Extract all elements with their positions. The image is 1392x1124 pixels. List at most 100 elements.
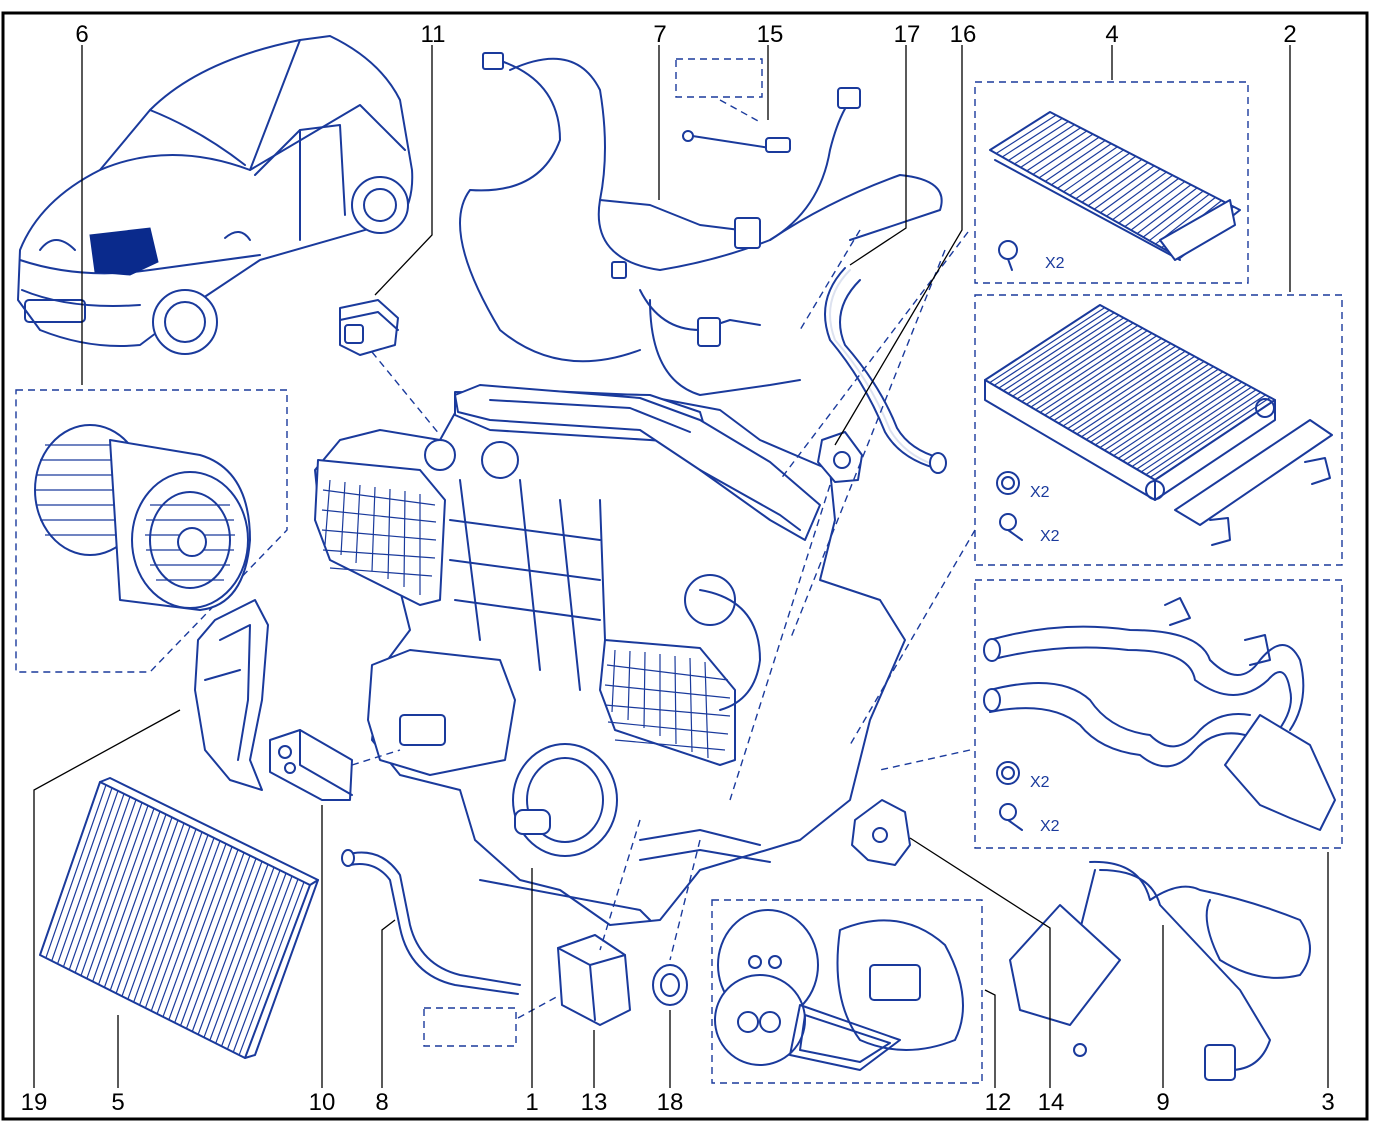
hatch-line bbox=[92, 808, 155, 982]
qty-screw-part4: X2 bbox=[1045, 255, 1065, 272]
drain-pipe bbox=[341, 849, 521, 995]
wiring-harness-secondary bbox=[1009, 860, 1311, 1081]
hatch-line bbox=[1069, 152, 1131, 196]
hatch-line bbox=[1142, 190, 1204, 238]
callout-15: 15 bbox=[757, 21, 784, 48]
hatch-line bbox=[232, 878, 299, 1053]
hatch-line bbox=[86, 805, 149, 979]
hatch-line bbox=[238, 881, 305, 1056]
callout-9: 9 bbox=[1156, 1089, 1169, 1116]
callout-19: 19 bbox=[21, 1089, 48, 1116]
hatch-line bbox=[103, 814, 167, 988]
hatch-line bbox=[1148, 193, 1210, 242]
hatch-line bbox=[1076, 355, 1195, 435]
callout-14: 14 bbox=[1038, 1089, 1065, 1116]
hatch-line bbox=[1063, 149, 1124, 193]
hatch-line bbox=[1053, 343, 1172, 422]
hatch-line bbox=[1099, 168, 1161, 214]
hatch-line bbox=[68, 796, 131, 970]
hatch-line bbox=[1130, 184, 1192, 231]
hatch-line bbox=[1081, 158, 1143, 203]
callout-leaders bbox=[33, 45, 1329, 1088]
hatch-line bbox=[1117, 378, 1238, 459]
hatch-line bbox=[215, 870, 281, 1044]
seal-kit-box bbox=[711, 899, 983, 1084]
hatch-line bbox=[62, 793, 125, 967]
hatch-line bbox=[1099, 368, 1219, 449]
hatch-line bbox=[1136, 389, 1257, 470]
hatch-line bbox=[80, 802, 143, 976]
hatch-line bbox=[221, 873, 287, 1047]
hatch-line bbox=[1093, 165, 1155, 210]
hatch-line bbox=[1012, 319, 1129, 397]
hatch-line bbox=[998, 312, 1115, 389]
blower-motor-assembly bbox=[15, 389, 288, 673]
hatch-line bbox=[1003, 314, 1120, 392]
air-duct-bracket bbox=[194, 599, 269, 791]
callout-10: 10 bbox=[309, 1089, 336, 1116]
hatch-line bbox=[1038, 136, 1100, 179]
callout-1: 1 bbox=[525, 1089, 538, 1116]
qty-screw-part2: X2 bbox=[1040, 528, 1060, 545]
hatch-line bbox=[989, 307, 1106, 384]
hatch-line bbox=[226, 875, 293, 1050]
hatch-line bbox=[1008, 120, 1069, 161]
hatch-line bbox=[1032, 133, 1094, 175]
hatch-line bbox=[1094, 366, 1214, 446]
hatch-line bbox=[57, 790, 119, 965]
hatch-line bbox=[1020, 127, 1081, 168]
hatch-line bbox=[1140, 391, 1262, 473]
callout-7: 7 bbox=[653, 21, 666, 48]
grommet bbox=[652, 964, 688, 1006]
hatch-line bbox=[144, 834, 209, 1009]
hatch-line bbox=[1108, 373, 1229, 454]
hatch-line bbox=[1090, 363, 1210, 443]
hatch-line bbox=[1131, 386, 1252, 467]
diagram-frame bbox=[1, 11, 1369, 1121]
hatch-line bbox=[197, 861, 263, 1035]
hatch-line bbox=[1048, 340, 1167, 419]
hvac-main-unit bbox=[314, 387, 906, 926]
hatch-line bbox=[185, 855, 251, 1029]
hatch-line bbox=[150, 837, 215, 1012]
hatch-line bbox=[1085, 360, 1205, 440]
hatch-line bbox=[1136, 187, 1198, 235]
hatch-line bbox=[1124, 181, 1186, 228]
callout-13: 13 bbox=[581, 1089, 608, 1116]
hatch-line bbox=[1021, 325, 1139, 403]
hatch-line bbox=[133, 828, 197, 1003]
hatch-line bbox=[1112, 174, 1173, 221]
hatch-line bbox=[168, 846, 233, 1020]
hatch-line bbox=[1026, 327, 1143, 405]
cabin-air-filter bbox=[39, 777, 319, 1059]
hatch-line bbox=[1071, 353, 1191, 432]
hatch-line bbox=[993, 309, 1110, 386]
callout-11: 11 bbox=[421, 21, 446, 48]
hatch-line bbox=[1050, 143, 1112, 186]
hatch-line bbox=[74, 799, 137, 973]
callout-16: 16 bbox=[950, 21, 977, 48]
flap-actuator bbox=[851, 799, 911, 866]
hatch-line bbox=[1035, 332, 1153, 411]
hatch-line bbox=[1058, 345, 1177, 424]
hatch-line bbox=[1039, 335, 1158, 413]
hatch-line bbox=[109, 817, 173, 991]
hatch-line bbox=[1007, 317, 1124, 395]
hatch-line bbox=[127, 825, 191, 1000]
hatch-line bbox=[139, 831, 203, 1006]
callout-3: 3 bbox=[1321, 1089, 1334, 1116]
hatch-line bbox=[1016, 322, 1134, 400]
hatch-line bbox=[1026, 130, 1088, 172]
callout-18: 18 bbox=[657, 1089, 684, 1116]
hatch-line bbox=[1087, 162, 1149, 207]
vehicle-illustration bbox=[17, 35, 414, 355]
hatch-line bbox=[1118, 177, 1180, 224]
hatch-line bbox=[1150, 396, 1271, 478]
heater-pipes-box: X2 X2 bbox=[974, 579, 1343, 849]
callout-labels: 6 11 7 15 17 16 4 2 19 5 10 8 1 13 18 12… bbox=[21, 21, 1335, 1116]
hatch-line bbox=[1106, 171, 1167, 217]
hatch-line bbox=[1057, 146, 1118, 189]
callout-5: 5 bbox=[111, 1089, 124, 1116]
hatch-line bbox=[1067, 350, 1186, 430]
